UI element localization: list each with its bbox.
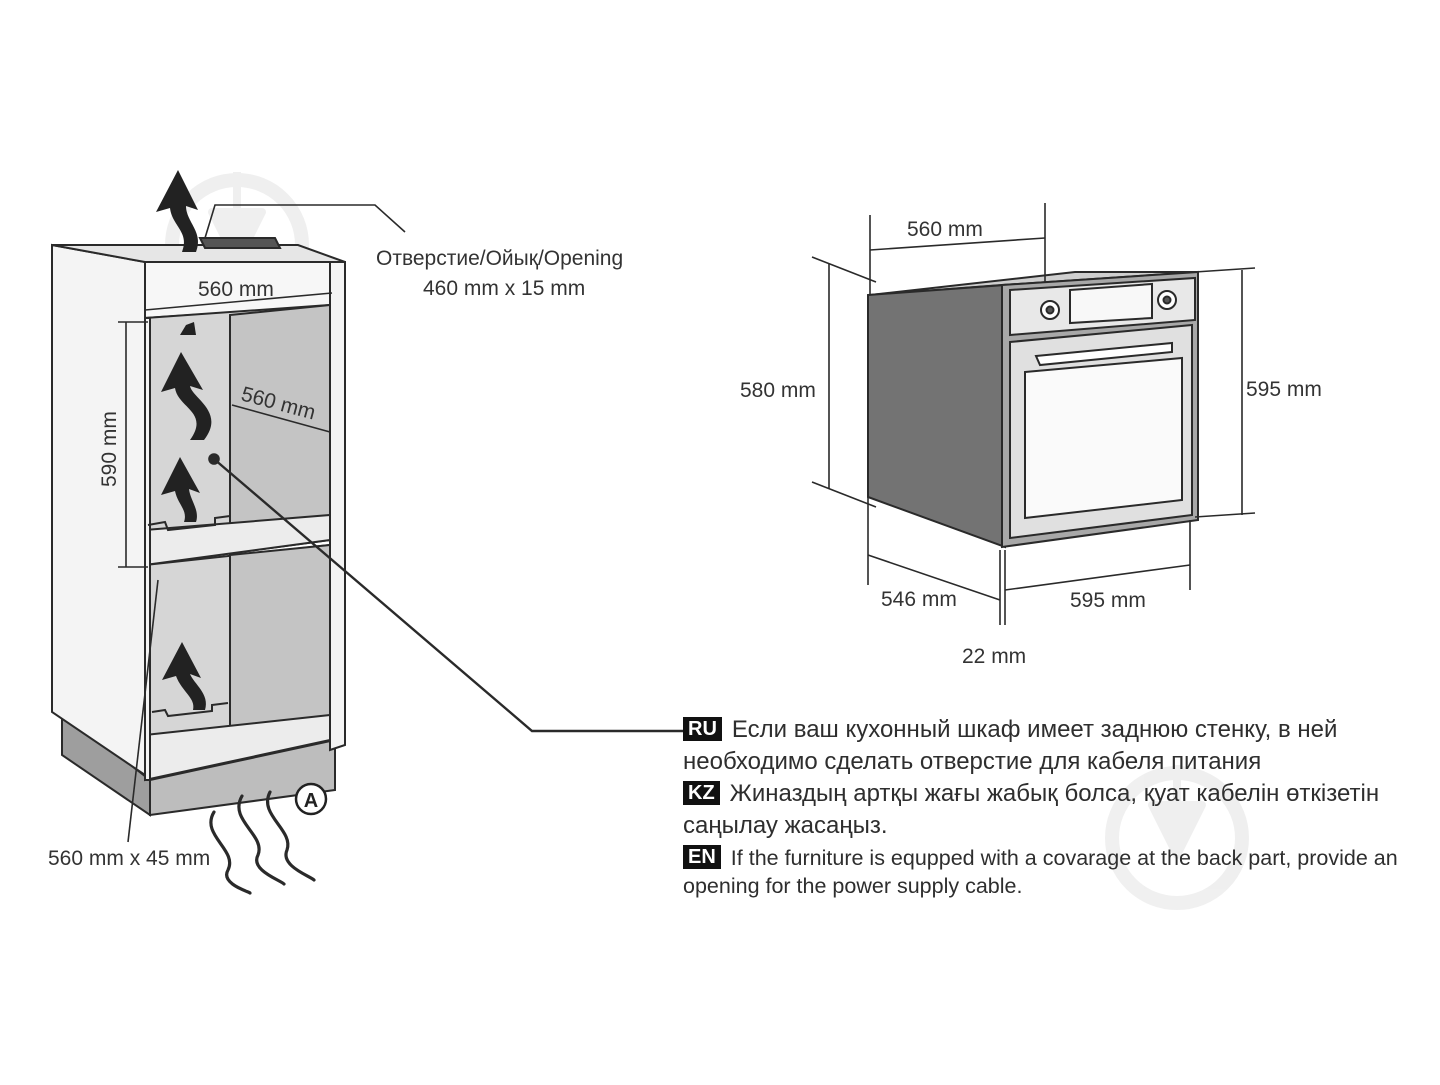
oven-panel-thickness-label: 22 mm xyxy=(962,645,1026,668)
control-knob-icon xyxy=(1040,290,1177,320)
callout-opening-title: Отверстие/Ойық/Opening xyxy=(376,247,623,270)
note-en-text: If the furniture is equpped with a covar… xyxy=(683,846,1398,898)
cabinet-dimension-lines xyxy=(118,204,683,843)
oven-illustration xyxy=(867,270,1199,549)
oven-depth-label: 546 mm xyxy=(881,588,957,611)
vent-opening-label: 560 mm x 45 mm xyxy=(48,847,210,870)
marker-a-label: A xyxy=(304,790,318,812)
oven-front-height-label: 595 mm xyxy=(1246,378,1322,401)
oven-width-label: 560 mm xyxy=(907,218,983,241)
cabinet-illustration xyxy=(51,237,346,817)
oven-dimension-lines xyxy=(811,203,1256,625)
lang-badge-kz: KZ xyxy=(683,781,720,805)
oven-height-label: 580 mm xyxy=(740,379,816,402)
cabinet-height-label: 590 mm xyxy=(98,411,121,487)
oven-handle-icon xyxy=(1034,341,1173,367)
plug-watermark-icon-2 xyxy=(1105,765,1249,910)
note-ru-text: Если ваш кухонный шкаф имеет заднюю стен… xyxy=(683,716,1338,775)
heat-wave-icon xyxy=(209,790,316,895)
oven-front-width-label: 595 mm xyxy=(1070,589,1146,612)
airflow-arrow-icon xyxy=(156,170,212,710)
lang-badge-ru: RU xyxy=(683,717,722,741)
cabinet-top-width-label: 560 mm xyxy=(198,278,274,301)
callout-opening-size: 460 mm x 15 mm xyxy=(423,277,585,300)
note-kz-text: Жиназдың артқы жағы жабық болса, қуат ка… xyxy=(683,780,1380,839)
marker-a-icon: A xyxy=(294,782,328,816)
lang-badge-en: EN xyxy=(683,845,721,869)
